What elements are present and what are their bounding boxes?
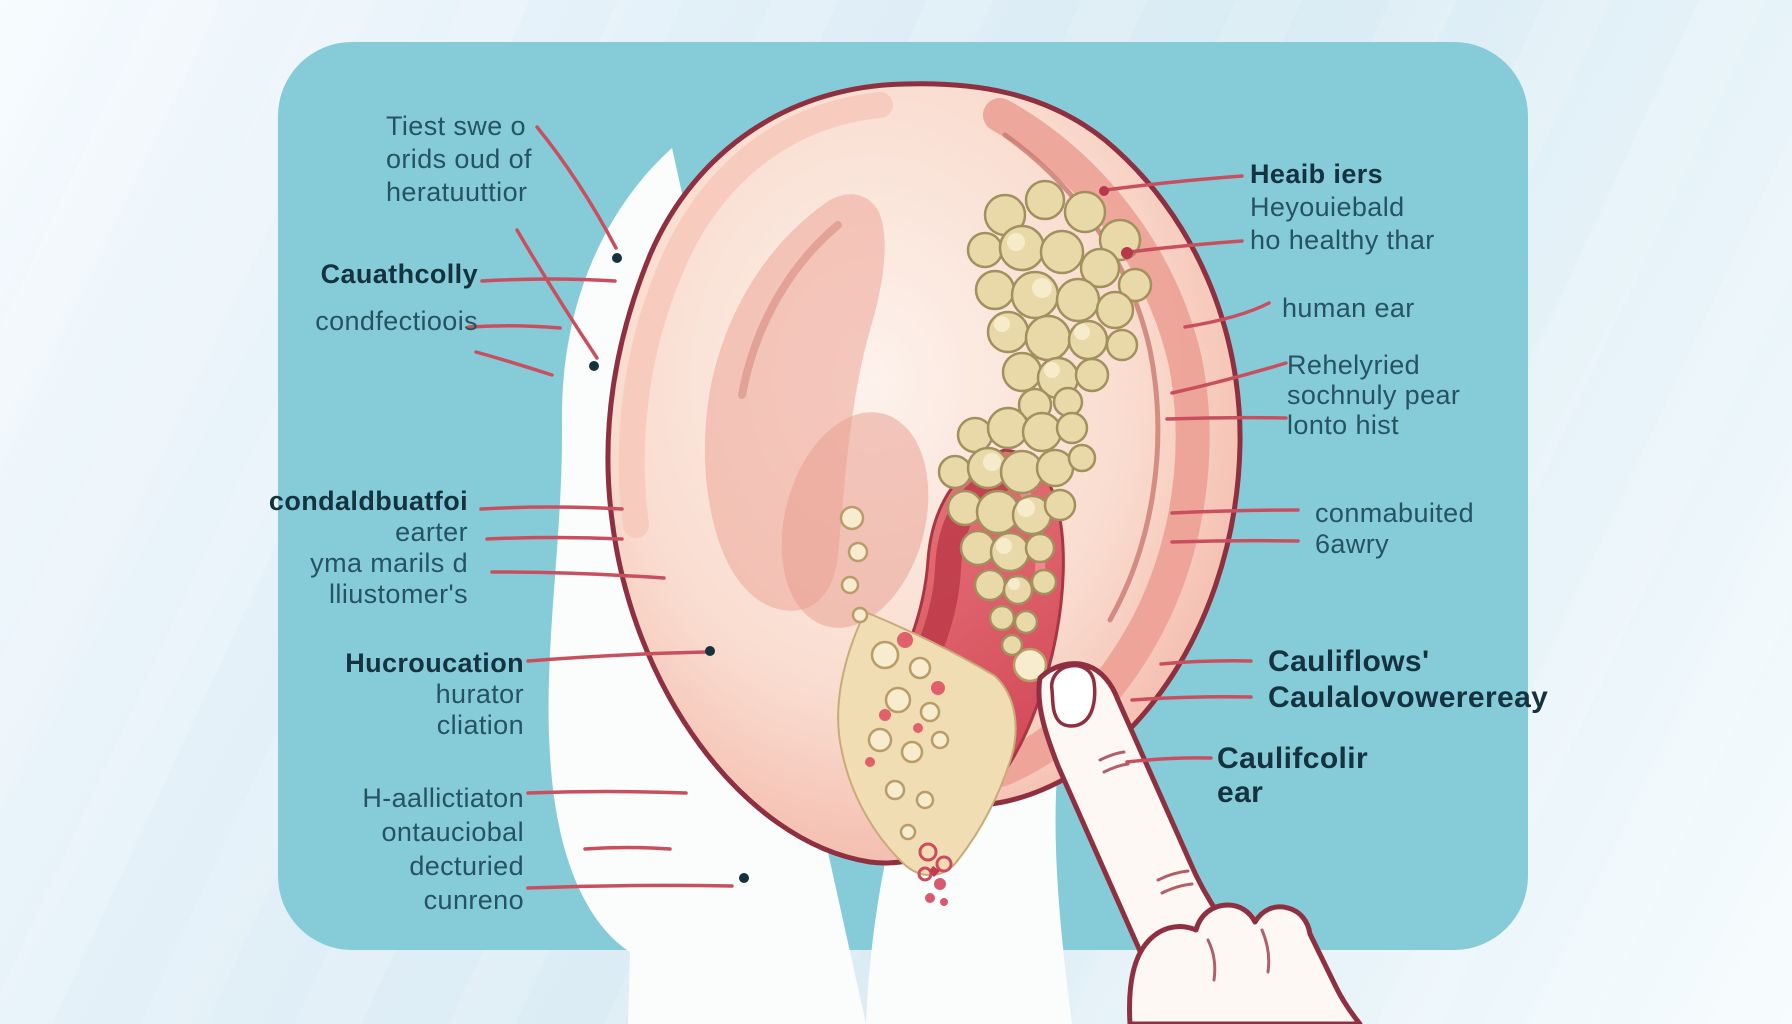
label-line: Caulifcolir [1217, 742, 1369, 775]
label-line: human ear [1282, 293, 1415, 323]
label-lower-ear: Hucroucation hurator cliation [345, 648, 524, 741]
label-line: ear [1217, 776, 1264, 809]
label-line: decturied [409, 851, 524, 881]
label-line: Tiest swe o [386, 111, 526, 141]
label-line: orids oud of [386, 144, 532, 174]
label-line: condaldbuatfoi [268, 486, 468, 516]
label-line: heratuuttior [386, 177, 528, 207]
leader-lines [467, 125, 1300, 890]
label-growth-lower: conmabuited 6awry [1315, 498, 1474, 560]
label-line: hurator [435, 679, 524, 709]
label-line: Rehelyried [1287, 350, 1421, 380]
label-helix: Cauathcolly condfectioois [315, 258, 478, 338]
fingernail [1049, 663, 1097, 728]
label-lobe: H-aallictiaton ontauciobal decturied cun… [362, 781, 524, 917]
label-human-ear: human ear [1282, 292, 1415, 325]
label-line: Heyouiebald [1250, 192, 1405, 222]
label-line: lliustomer's [329, 579, 468, 609]
label-line: ho healthy thar [1250, 225, 1435, 255]
droplets [917, 842, 953, 906]
cauliflower-mass [937, 179, 1153, 657]
label-line: Cauathcolly [320, 259, 478, 289]
label-line: cunreno [423, 885, 524, 915]
label-line: yma marils d [310, 548, 468, 578]
label-line: Cauliflows' [1268, 645, 1430, 678]
label-line: sochnuly pear [1287, 380, 1461, 410]
label-line: cliation [436, 710, 524, 740]
marker-dots [589, 186, 1133, 883]
pointing-hand [1036, 661, 1363, 1024]
canal-debris [837, 505, 1048, 877]
label-growth-upper: Rehelyried sochnuly pear lonto hist [1287, 350, 1460, 440]
label-line: lonto hist [1287, 410, 1400, 440]
label-line: earter [395, 517, 468, 547]
label-line: ontauciobal [381, 817, 524, 847]
label-line: condfectioois [315, 306, 478, 336]
label-line: Heaib iers [1250, 159, 1384, 189]
label-line: conmabuited [1315, 498, 1475, 528]
label-mid-ear: condaldbuatfoi earter yma marils d llius… [269, 486, 468, 610]
label-cauliflower-ear: Caulifcolir ear [1217, 742, 1368, 810]
label-cauliflower: Cauliflows' Caulalovowerereay [1268, 644, 1548, 716]
label-line: Caulalovowerereay [1268, 681, 1549, 714]
label-line: H-aallictiaton [362, 783, 524, 813]
label-healthy-ear: Heaib iers Heyouiebald ho healthy thar [1250, 158, 1435, 257]
label-line: Hucroucation [345, 648, 524, 678]
label-line: 6awry [1315, 529, 1390, 559]
label-outer-rim-top: Tiest swe o orids oud of heratuuttior [386, 110, 532, 209]
